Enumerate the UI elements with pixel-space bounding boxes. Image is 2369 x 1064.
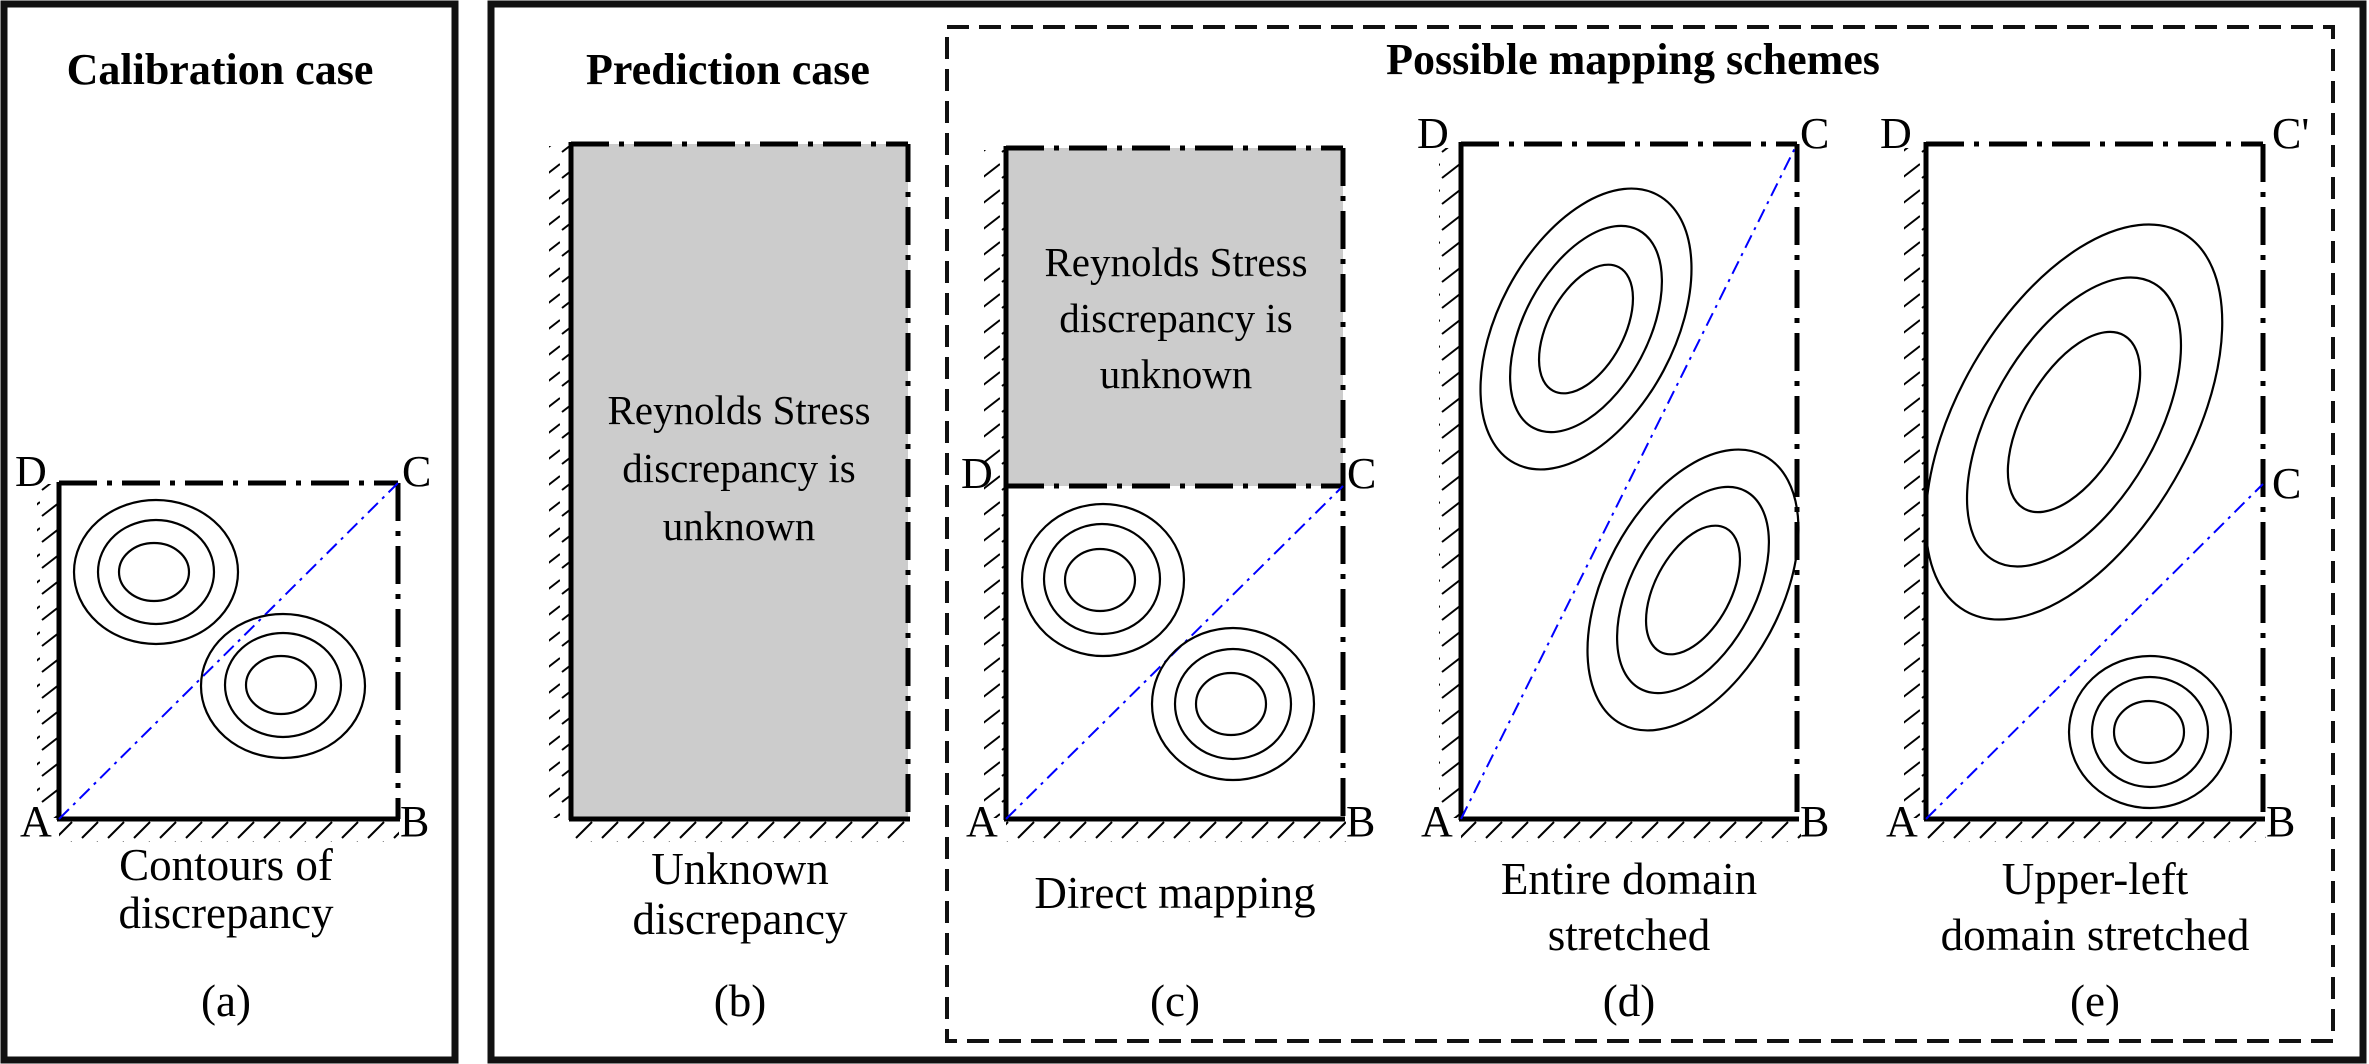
calibration-case-title: Calibration case bbox=[67, 45, 374, 94]
diagonal-ac bbox=[1925, 483, 2264, 820]
panel-a: D C A B Contours of discrepancy (a) bbox=[15, 447, 431, 1026]
caption-a-line1: Contours of bbox=[119, 840, 333, 890]
corner-label-a: A bbox=[1886, 797, 1918, 846]
wall-hatch-bottom bbox=[571, 820, 911, 842]
corner-label-b: B bbox=[2266, 797, 2295, 846]
corner-label-c-prime: C' bbox=[2272, 109, 2309, 158]
contour-lower-right bbox=[2067, 654, 2233, 810]
unknown-text-line1: Reynolds Stress bbox=[1044, 239, 1307, 285]
corner-label-b: B bbox=[1800, 797, 1829, 846]
panel-e: D C' C A B Upper-left domain stretched (… bbox=[1880, 109, 2309, 1026]
corner-label-d: D bbox=[1880, 109, 1912, 158]
unknown-text-line1: Reynolds Stress bbox=[607, 387, 870, 433]
unknown-text-line3: unknown bbox=[663, 503, 816, 549]
wall-hatch-left bbox=[1439, 148, 1461, 818]
wall-hatch-bottom bbox=[1926, 820, 2266, 842]
caption-d-line2: stretched bbox=[1548, 910, 1710, 960]
corner-label-c: C bbox=[1347, 449, 1376, 498]
panel-b: Reynolds Stress discrepancy is unknown U… bbox=[549, 141, 911, 1026]
caption-a-line2: discrepancy bbox=[119, 888, 334, 938]
contour-upper-left-stretched bbox=[1924, 223, 2224, 621]
diagonal-ac bbox=[1460, 143, 1798, 820]
contour-upper-left bbox=[72, 498, 240, 646]
corner-label-c: C bbox=[2272, 459, 2301, 508]
unknown-region bbox=[571, 144, 908, 819]
diagonal-ac bbox=[58, 482, 399, 820]
prediction-case-title: Prediction case bbox=[586, 45, 870, 94]
corner-label-a: A bbox=[1421, 797, 1453, 846]
corner-label-b: B bbox=[400, 797, 429, 846]
corner-label-d: D bbox=[15, 447, 47, 496]
caption-e-line1: Upper-left bbox=[2002, 854, 2189, 904]
wall-hatch-left bbox=[549, 146, 571, 818]
wall-hatch-bottom bbox=[1461, 820, 1801, 842]
prediction-frame bbox=[487, 0, 2367, 1064]
mapping-schemes-dashed-frame bbox=[945, 25, 2335, 1043]
corner-label-a: A bbox=[20, 797, 52, 846]
contour-lower-right-stretched bbox=[1586, 448, 1800, 732]
panel-c: Reynolds Stress discrepancy is unknown D… bbox=[961, 145, 1376, 1026]
panel-tag-a: (a) bbox=[201, 976, 251, 1026]
unknown-text-line2: discrepancy is bbox=[1059, 295, 1292, 341]
caption-c-line1: Direct mapping bbox=[1034, 868, 1315, 918]
panel-d: D C A B Entire domain stretched (d) bbox=[1417, 109, 1829, 1026]
caption-b-line2: discrepancy bbox=[633, 894, 848, 944]
wall-hatch-left bbox=[37, 484, 59, 818]
panel-tag-e: (e) bbox=[2070, 976, 2120, 1026]
corner-label-c: C bbox=[1800, 109, 1829, 158]
contour-lower-right bbox=[199, 612, 367, 760]
corner-label-b: B bbox=[1346, 797, 1375, 846]
corner-label-d: D bbox=[961, 449, 993, 498]
contour-lower-right bbox=[1150, 626, 1316, 782]
panel-tag-d: (d) bbox=[1603, 976, 1655, 1026]
caption-d-line1: Entire domain bbox=[1501, 854, 1757, 904]
contour-upper-left bbox=[1020, 502, 1186, 658]
corner-label-a: A bbox=[966, 797, 998, 846]
unknown-text-line2: discrepancy is bbox=[622, 445, 855, 491]
unknown-region bbox=[1006, 148, 1343, 486]
contour-upper-left-stretched bbox=[1479, 187, 1693, 471]
caption-b-line1: Unknown bbox=[651, 844, 829, 894]
panel-tag-c: (c) bbox=[1150, 976, 1200, 1026]
wall-hatch-bottom bbox=[1006, 820, 1346, 842]
wall-hatch-left bbox=[1904, 148, 1926, 818]
calibration-frame bbox=[0, 0, 459, 1064]
panel-tag-b: (b) bbox=[714, 976, 766, 1026]
wall-hatch-left bbox=[984, 150, 1006, 818]
unknown-text-line3: unknown bbox=[1100, 351, 1253, 397]
wall-hatch-bottom bbox=[59, 820, 399, 842]
caption-e-line2: domain stretched bbox=[1941, 910, 2250, 960]
mapping-schemes-title: Possible mapping schemes bbox=[1386, 35, 1880, 84]
corner-label-d: D bbox=[1417, 109, 1449, 158]
corner-label-c: C bbox=[402, 447, 431, 496]
